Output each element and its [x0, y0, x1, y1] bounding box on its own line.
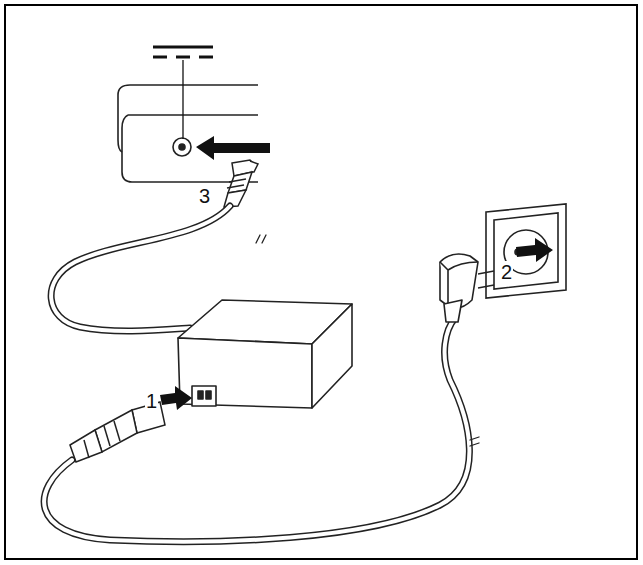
frame	[5, 5, 637, 559]
mains-plug	[440, 254, 494, 322]
callout-number: 1	[145, 390, 158, 412]
notebook-side	[118, 85, 258, 182]
callout-number: 2	[500, 261, 513, 283]
insert-arrow	[516, 238, 553, 262]
dc-symbol	[153, 47, 213, 139]
power-adapter	[178, 300, 352, 408]
callout-holder: 2	[500, 262, 513, 283]
wall-socket	[486, 204, 566, 298]
callout-number: 3	[198, 185, 211, 207]
mains-cable	[44, 318, 479, 542]
callout-holder: 1	[145, 391, 158, 412]
callout-holder: 3	[198, 186, 211, 207]
insert-arrow	[160, 386, 192, 410]
insert-arrow	[196, 136, 270, 160]
dc-plug	[224, 160, 258, 207]
